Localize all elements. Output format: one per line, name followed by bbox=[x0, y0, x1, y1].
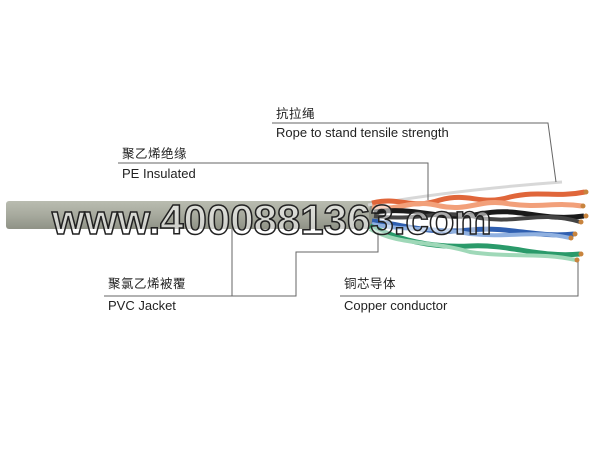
pe-label-zh: 聚乙烯绝缘 bbox=[122, 146, 188, 161]
pvc-jacket bbox=[6, 201, 374, 229]
copper-label-zh: 铜芯导体 bbox=[344, 276, 397, 291]
rope-label-en: Rope to stand tensile strength bbox=[276, 125, 449, 140]
leader-line-pvc bbox=[104, 229, 233, 297]
copper-tip bbox=[580, 203, 586, 209]
watermark: www.4000881363.com bbox=[51, 195, 492, 244]
copper-tip bbox=[583, 189, 589, 195]
black-pair-wire-b bbox=[373, 212, 581, 224]
orange-pair-wire-a bbox=[371, 189, 586, 207]
green-pair-wire-a bbox=[368, 223, 581, 258]
leader-line-rope bbox=[272, 122, 557, 183]
copper-tip bbox=[572, 231, 578, 237]
copper-tip bbox=[574, 257, 580, 263]
leader-line-pe bbox=[118, 162, 429, 200]
green-pair-wire-b bbox=[369, 227, 577, 262]
pe-label-en: PE Insulated bbox=[122, 166, 196, 181]
orange-pair-wire-b bbox=[371, 200, 583, 211]
copper-label-en: Copper conductor bbox=[344, 298, 448, 313]
rope-label-zh: 抗拉绳 bbox=[276, 106, 316, 121]
pvc-label-zh: 聚氯乙烯被覆 bbox=[108, 276, 187, 291]
copper-tip bbox=[578, 251, 584, 257]
copper-tip bbox=[568, 235, 574, 241]
leader-line-copper bbox=[340, 262, 579, 297]
blue-pair-wire-b bbox=[371, 222, 571, 240]
pvc-label-en: PVC Jacket bbox=[108, 298, 176, 313]
leader-line-pvc-branch bbox=[232, 232, 379, 297]
copper-tip bbox=[583, 213, 589, 219]
copper-tip bbox=[578, 219, 584, 225]
